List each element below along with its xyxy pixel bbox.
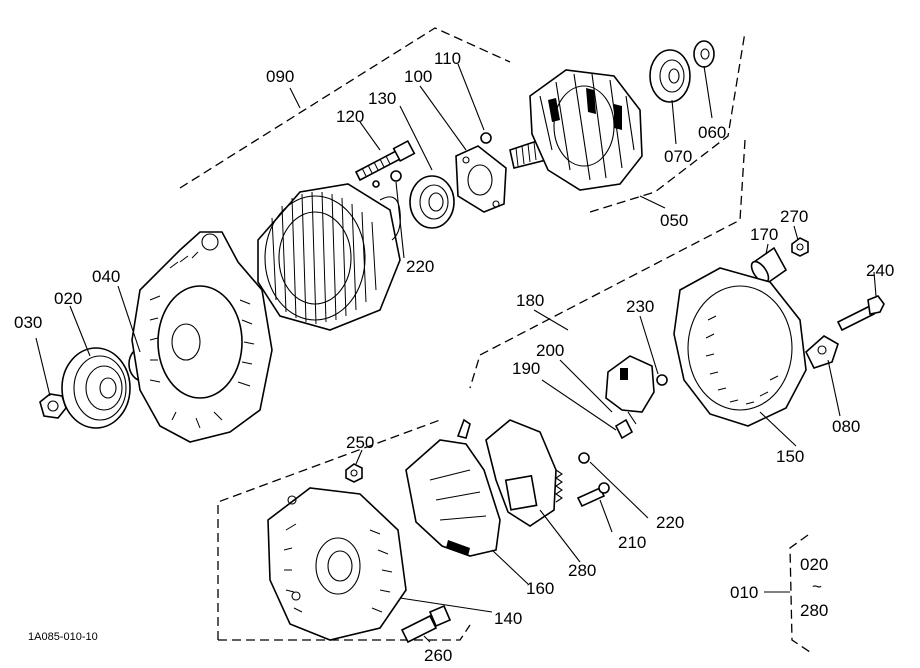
part-050-rotor xyxy=(509,69,643,191)
label-240: 240 xyxy=(866,261,894,280)
part-210-screw xyxy=(576,482,610,508)
label-210: 210 xyxy=(618,533,646,552)
part-240-bolt xyxy=(836,295,885,332)
label-130: 130 xyxy=(368,89,396,108)
label-020: 020 xyxy=(54,289,82,308)
part-270-nut xyxy=(791,237,809,257)
part-190-brush xyxy=(614,418,634,440)
label-range-separator: ~ xyxy=(812,577,822,596)
part-230-screw xyxy=(656,374,668,386)
label-range-from: 020 xyxy=(800,555,828,574)
label-170: 170 xyxy=(750,225,778,244)
part-070-bearing xyxy=(649,49,691,103)
label-150: 150 xyxy=(776,447,804,466)
group-010-bracket xyxy=(789,534,811,653)
leader-lines xyxy=(35,63,877,643)
label-100: 100 xyxy=(404,67,432,86)
label-040: 040 xyxy=(92,267,120,286)
label-180: 180 xyxy=(516,291,544,310)
label-010: 010 xyxy=(730,583,758,602)
part-170-bushing xyxy=(750,246,788,286)
label-090: 090 xyxy=(266,67,294,86)
part-front-bearing xyxy=(409,175,455,229)
label-270: 270 xyxy=(780,207,808,226)
part-250-nut xyxy=(345,463,363,483)
label-250: 250 xyxy=(346,433,374,452)
part-150-rear-cover xyxy=(673,267,807,427)
label-160: 160 xyxy=(526,579,554,598)
label-110: 110 xyxy=(434,49,461,68)
part-160-rectifier xyxy=(405,418,501,557)
part-stator xyxy=(257,183,401,331)
label-260: 260 xyxy=(424,646,452,665)
label-060: 060 xyxy=(698,123,726,142)
part-260-bolt xyxy=(400,604,452,644)
part-060-washer xyxy=(693,40,715,68)
label-080: 080 xyxy=(832,417,860,436)
label-070: 070 xyxy=(664,147,692,166)
group-050-outline xyxy=(589,31,746,213)
part-200-brush-holder xyxy=(605,355,655,425)
label-range-to: 280 xyxy=(800,601,828,620)
part-220-screw-lower xyxy=(578,452,590,464)
part-110-screw xyxy=(480,132,492,144)
part-120-bolt xyxy=(354,139,416,182)
label-140: 140 xyxy=(494,609,522,628)
group-lower-outline-2 xyxy=(218,624,471,641)
group-lower-outline xyxy=(217,419,441,640)
group-150-outline xyxy=(469,139,746,389)
label-220-upper: 220 xyxy=(406,257,434,276)
part-130-screw xyxy=(372,170,402,188)
label-050: 050 xyxy=(660,211,688,230)
part-080-terminal xyxy=(805,335,839,369)
part-100-retainer-plate xyxy=(455,145,507,213)
label-280: 280 xyxy=(568,561,596,580)
group-090-outline xyxy=(179,27,511,189)
part-280-regulator xyxy=(485,419,563,527)
part-020-pulley xyxy=(61,347,131,429)
label-030: 030 xyxy=(14,313,42,332)
label-120: 120 xyxy=(336,107,364,126)
drawing-code: 1A085-010-10 xyxy=(28,631,98,643)
label-190: 190 xyxy=(512,359,540,378)
label-230: 230 xyxy=(626,297,654,316)
part-140-rear-frame xyxy=(267,487,407,641)
part-front-frame xyxy=(131,231,273,443)
label-220-lower: 220 xyxy=(656,513,684,532)
label-200: 200 xyxy=(536,341,564,360)
